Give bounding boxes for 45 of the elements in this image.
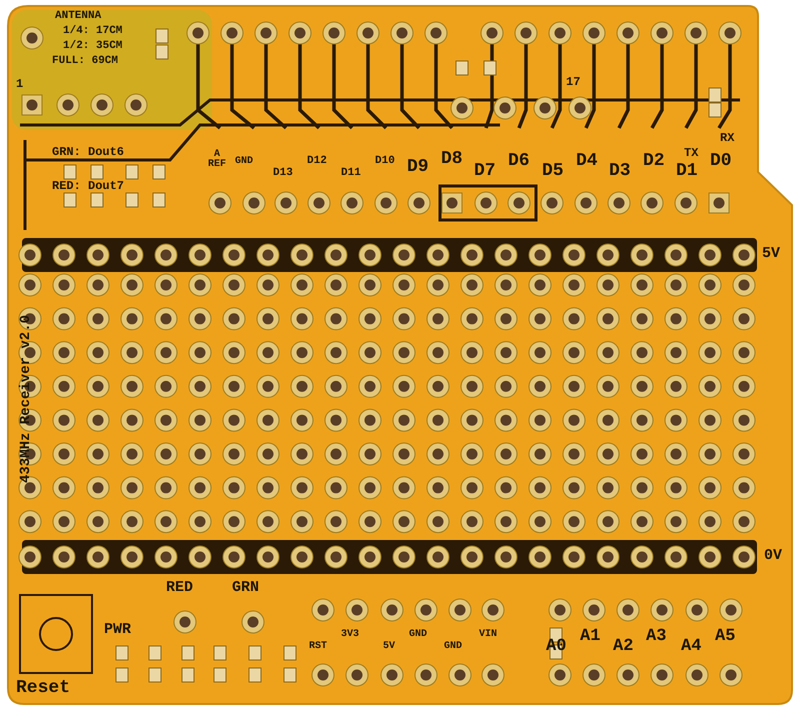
silkscreen-label: A1 bbox=[580, 628, 600, 645]
silkscreen-label: GRN bbox=[232, 580, 260, 595]
silkscreen-label: 5V bbox=[383, 642, 396, 652]
silkscreen-label: RED: Dout7 bbox=[52, 180, 124, 192]
silkscreen-label: RST bbox=[309, 642, 328, 652]
silkscreen-label: 17 bbox=[566, 76, 580, 88]
silkscreen-label: VIN bbox=[479, 630, 498, 640]
silkscreen-label: A REF bbox=[206, 150, 227, 170]
silkscreen-label: 0V bbox=[764, 548, 782, 563]
silkscreen-label: D4 bbox=[576, 152, 598, 170]
silkscreen-label: 433MHz Receiver v2.0 bbox=[19, 314, 34, 484]
silkscreen-label: A4 bbox=[681, 638, 702, 655]
silkscreen-label: 1/4: 17CM bbox=[63, 26, 122, 37]
silkscreen-label: GND bbox=[409, 630, 428, 640]
silkscreen-label: D9 bbox=[407, 158, 429, 176]
silkscreen-label: D7 bbox=[474, 162, 496, 180]
silkscreen-label: PWR bbox=[104, 622, 132, 637]
silkscreen-label: D13 bbox=[273, 168, 293, 179]
silkscreen-label: D10 bbox=[375, 156, 395, 167]
silkscreen-label: A5 bbox=[715, 628, 736, 645]
silkscreen-label: ANTENNA bbox=[55, 11, 102, 22]
silkscreen-label: 1/2: 35CM bbox=[63, 41, 122, 52]
silkscreen-label: GRN: Dout6 bbox=[52, 146, 124, 158]
silkscreen-label: D12 bbox=[307, 156, 327, 167]
silkscreen-label: A0 bbox=[546, 638, 566, 655]
silkscreen-label: 1 bbox=[16, 78, 24, 90]
silkscreen-label: A2 bbox=[613, 638, 634, 655]
silkscreen-label: D11 bbox=[341, 168, 361, 179]
silkscreen-label: D1 bbox=[676, 162, 698, 180]
silkscreen-label: GND bbox=[235, 157, 254, 167]
silkscreen-label: D2 bbox=[643, 152, 665, 170]
silkscreen-label: D6 bbox=[508, 152, 530, 170]
silkscreen-label: D0 bbox=[710, 152, 732, 170]
silkscreen-label: RED bbox=[166, 580, 194, 595]
silkscreen-label: D5 bbox=[542, 162, 564, 180]
silkscreen-label: 5V bbox=[762, 246, 780, 261]
silkscreen-label: TX bbox=[684, 147, 698, 159]
silkscreen-label: A3 bbox=[646, 628, 666, 645]
silkscreen-label: GND bbox=[444, 642, 462, 652]
silkscreen-label: D8 bbox=[441, 150, 463, 168]
silkscreen-label: 3V3 bbox=[341, 630, 360, 640]
silkscreen-label: RX bbox=[720, 132, 734, 144]
silkscreen-label: FULL: 69CM bbox=[52, 56, 118, 67]
silkscreen-label: D3 bbox=[609, 162, 631, 180]
silkscreen-label: Reset bbox=[16, 679, 70, 697]
